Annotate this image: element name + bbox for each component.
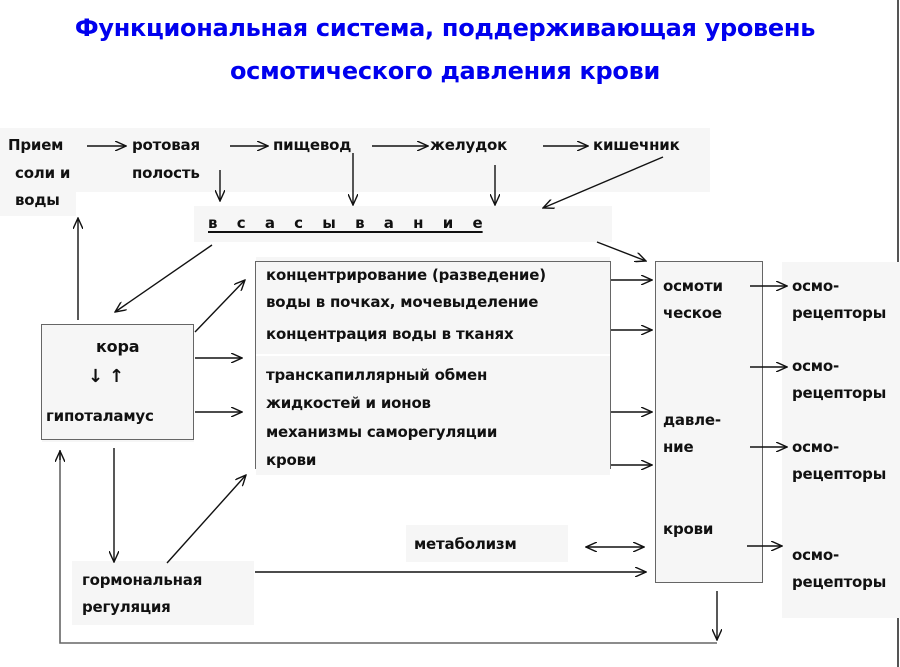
mechanisms-divider xyxy=(256,354,610,356)
mechanism-line-5: жидкостей и ионов xyxy=(266,394,431,412)
absorption-label: в с а с ы в а н и е xyxy=(208,214,483,232)
cortex-label: кора xyxy=(96,337,140,356)
mechanism-line-1: концентрирование (разведение) xyxy=(266,266,546,284)
mechanism-line-3: концентрация воды в тканях xyxy=(266,325,514,343)
stomach-label: желудок xyxy=(430,136,508,154)
receptors-background xyxy=(782,262,900,618)
hormonal-label-1: гормональная xyxy=(82,571,203,589)
intake-label-3: воды xyxy=(15,191,60,209)
cortex-hypothalamus-arrows: ↓ ↑ xyxy=(88,366,124,387)
mechanisms-box xyxy=(255,261,611,469)
diagram-title-line-1: Функциональная система, поддерживающая у… xyxy=(74,14,816,42)
mechanism-line-2: воды в почках, мочевыделение xyxy=(266,293,539,311)
pressure-label-4: ние xyxy=(663,438,694,456)
mechanisms-background xyxy=(256,257,610,475)
intake-label-2: соли и xyxy=(15,164,71,182)
receptor-3-line-2: рецепторы xyxy=(792,465,887,483)
metabolism-label: метаболизм xyxy=(414,535,517,553)
absorption-background xyxy=(194,206,612,242)
pressure-label-2: ческое xyxy=(663,304,722,322)
receptor-4-line-2: рецепторы xyxy=(792,573,887,591)
brain-box xyxy=(41,324,194,440)
arrow-hormonal-to-mechanisms xyxy=(166,475,246,564)
receptor-1-line-2: рецепторы xyxy=(792,304,887,322)
receptor-3-line-1: осмо- xyxy=(792,438,839,456)
mechanism-line-4: транскапиллярный обмен xyxy=(266,366,488,384)
receptor-2-line-1: осмо- xyxy=(792,357,839,375)
receptor-4-line-1: осмо- xyxy=(792,546,839,564)
intake-left-background xyxy=(0,192,76,216)
oral-cavity-label-1: ротовая xyxy=(132,136,200,154)
pressure-label-5: крови xyxy=(663,520,714,538)
arrow-brain-to-mechanism-1 xyxy=(194,280,245,333)
intake-label-1: Прием xyxy=(8,136,64,154)
hypothalamus-label: гипоталамус xyxy=(46,407,154,425)
arrow-absorption-to-brain xyxy=(115,244,213,312)
pressure-label-3: давле- xyxy=(663,411,721,429)
intestine-label: кишечник xyxy=(593,136,680,154)
oral-cavity-label-2: полость xyxy=(132,164,200,182)
diagram-title-line-2: осмотического давления крови xyxy=(229,57,661,85)
receptor-1-line-1: осмо- xyxy=(792,277,839,295)
mechanism-line-6: механизмы саморегуляции xyxy=(266,423,498,441)
receptor-2-line-2: рецепторы xyxy=(792,384,887,402)
brain-background xyxy=(42,324,194,442)
pressure-label-1: осмоти xyxy=(663,277,723,295)
hormonal-label-2: регуляция xyxy=(82,598,171,616)
mechanism-line-7: крови xyxy=(266,451,317,469)
esophagus-label: пищевод xyxy=(273,136,352,154)
